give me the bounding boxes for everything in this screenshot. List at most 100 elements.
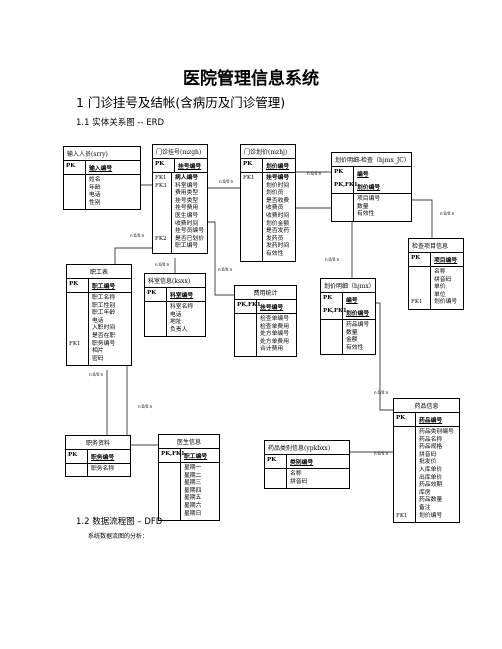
primary-key-field: 职务编号 bbox=[91, 455, 115, 461]
attribute-list: 病人编号 科室编号 费用类型 挂号类型 挂号费用 医生编号 收费时间 挂号员编号… bbox=[172, 173, 207, 253]
primary-key-field: 划价编号 bbox=[266, 164, 290, 170]
foreign-key-column: FK1 FK3 FK2 bbox=[153, 173, 172, 253]
attribute: 电话 bbox=[89, 192, 101, 199]
entity-title: 门诊挂号(mzgh) bbox=[153, 145, 207, 159]
entity-pricing-detail: 划价明细（hjmx） PK 编号 PK,FK1 划价编号 药品编号 数量 金额 … bbox=[320, 278, 376, 356]
key-label: PK bbox=[241, 159, 263, 172]
entity-title: 输入人员(srry) bbox=[64, 147, 140, 161]
section-heading-1-2: 1.2 数据流程图 – DFD bbox=[76, 517, 163, 527]
entity-title: 科室信息(ksxx) bbox=[145, 274, 205, 288]
attribute-list: 检查单编号 检查单费用 处方单编号 处方单费用 合计费用 bbox=[257, 314, 296, 356]
entity-department: 科室信息(ksxx) PK 科室编号 科室名称 电话 地址 负责人 bbox=[144, 273, 206, 338]
entity-employee: 职工表 PK 职工编号 FK1 职工名称 职工性别 职工年龄 电话 入职时间 是… bbox=[66, 264, 132, 367]
key-label: PK bbox=[67, 279, 89, 292]
key-label: PK bbox=[153, 159, 175, 172]
primary-key-field: 类别编号 bbox=[290, 460, 314, 466]
entity-title: 药品类别信息(ypkbxx) bbox=[265, 441, 349, 455]
attribute: 是否在职 bbox=[92, 332, 116, 339]
attribute: 名称 bbox=[290, 471, 302, 477]
attribute: 相片 bbox=[92, 348, 104, 355]
attribute: 划价时间 bbox=[266, 182, 290, 189]
attribute: 检查单编号 bbox=[260, 316, 289, 322]
attribute: 入库单价 bbox=[419, 466, 443, 473]
key-label: PK,FK1 bbox=[235, 300, 261, 313]
key-label: PK,FK1 bbox=[159, 449, 185, 462]
cardinality-label: n:0/0:n bbox=[89, 372, 104, 377]
cardinality-label: n:0/0:n bbox=[130, 233, 145, 238]
attribute: 星期一 bbox=[184, 465, 202, 471]
attribute: 合计费用 bbox=[260, 346, 284, 353]
entity-title: 门诊划价(mzhj) bbox=[241, 145, 295, 159]
attribute-list: 项目编号 数量 有效性 bbox=[354, 194, 411, 221]
attribute: 处方单编号 bbox=[260, 331, 289, 338]
attribute: 职务编号 bbox=[92, 340, 116, 347]
attribute: 药品规格 bbox=[419, 444, 443, 451]
primary-key-field: 输入编号 bbox=[89, 166, 113, 172]
attribute: 姓名 bbox=[89, 177, 101, 183]
attribute: 检查单费用 bbox=[260, 323, 289, 330]
entity-title: 职务资料 bbox=[66, 436, 130, 450]
attribute: 单价 bbox=[434, 284, 446, 291]
attribute-list: 药品编号 数量 金额 有效性 bbox=[343, 320, 375, 354]
attribute-list: 职务名称 bbox=[88, 464, 130, 476]
cardinality-label: n:0/0:n bbox=[138, 404, 153, 409]
attribute: 职务名称 bbox=[91, 466, 115, 472]
document-title: 医院管理信息系统 bbox=[183, 69, 319, 89]
attribute: 是否收费 bbox=[266, 197, 290, 204]
attribute: 挂号编号 bbox=[266, 175, 290, 181]
attribute: 药品数量 bbox=[419, 497, 443, 504]
attribute: 年龄 bbox=[89, 184, 101, 191]
attribute: 发药员 bbox=[266, 235, 284, 242]
section-note: 系统数据流图的分析： bbox=[88, 533, 149, 540]
connector-registration-feestats bbox=[206, 221, 234, 296]
attribute: 有效性 bbox=[357, 211, 375, 218]
attribute: 划价员 bbox=[266, 190, 284, 197]
attribute-list: 挂号编号 划价时间 划价员 是否收费 收费员 收费时间 划价金额 是否发药 发药… bbox=[263, 173, 295, 261]
attribute: 负责人 bbox=[170, 326, 188, 333]
attribute: 是否已划价 bbox=[175, 235, 204, 242]
attribute: 数量 bbox=[346, 329, 358, 336]
key-label: FK1 bbox=[69, 340, 81, 347]
entity-doctor: 医生信息 PK,FK1 职工编号 星期一 星期二 星期三 星期四 星期五 星期六… bbox=[158, 434, 220, 522]
attribute: 是否发药 bbox=[266, 228, 290, 235]
key-label: PK,FK1 bbox=[332, 180, 358, 193]
key-label: PK bbox=[332, 167, 354, 180]
key-label: PK bbox=[321, 293, 343, 306]
attribute-list: 姓名 年龄 电话 性别 bbox=[86, 175, 140, 209]
attribute: 拼音码 bbox=[419, 451, 437, 458]
attribute: 挂号员编号 bbox=[175, 228, 204, 235]
attribute: 性别 bbox=[89, 199, 101, 206]
attribute: 星期二 bbox=[184, 472, 202, 479]
entity-pricing: 门诊划价(mzhj) PK 划价编号 FK1 挂号编号 划价时间 划价员 是否收… bbox=[240, 144, 296, 262]
attribute: 星期六 bbox=[184, 502, 202, 509]
entity-drug-category: 药品类别信息(ypkbxx) PK 类别编号 名称 拼音码 bbox=[264, 440, 350, 490]
entity-title: 医生信息 bbox=[159, 435, 219, 449]
attribute: 地址 bbox=[170, 319, 182, 326]
foreign-key-column: FK1 bbox=[67, 293, 89, 366]
entity-fee-stats: 费用统计 PK,FK1 挂号编号 检查单编号 检查单费用 处方单编号 处方单费用… bbox=[234, 285, 297, 357]
attribute: 挂号类型 bbox=[175, 197, 199, 204]
attribute: 发药时间 bbox=[266, 243, 290, 250]
cardinality-label: n:0/0:n bbox=[307, 171, 322, 176]
entity-title: 划价明细（hjmx） bbox=[321, 279, 375, 293]
attribute: 药品类别编号 bbox=[419, 429, 454, 435]
primary-key-field: 职工编号 bbox=[184, 454, 208, 460]
connector-detailcheck-items bbox=[410, 199, 433, 238]
entity-title: 职工表 bbox=[67, 265, 131, 279]
entity-input-staff: 输入人员(srry) PK 输入编号 姓名 年龄 电话 性别 bbox=[63, 146, 141, 211]
key-label: PK bbox=[66, 450, 88, 463]
attribute: 划价金额 bbox=[266, 220, 290, 227]
key-label: PK bbox=[394, 413, 416, 426]
attribute: 处方单费用 bbox=[260, 338, 289, 345]
key-label: FK1 bbox=[241, 173, 263, 261]
key-label: PK bbox=[409, 253, 431, 266]
attribute: 电话 bbox=[92, 317, 104, 324]
foreign-key-column: FK1 bbox=[394, 427, 416, 523]
attribute: 有效性 bbox=[266, 250, 284, 257]
key-label: FK1 bbox=[155, 175, 167, 181]
primary-key-field: 挂号编号 bbox=[178, 164, 202, 170]
attribute-list: 职工名称 职工性别 职工年龄 电话 入职时间 是否在职 职务编号 相片 密码 bbox=[89, 293, 131, 365]
entity-job: 职务资料 PK 职务编号 职务名称 bbox=[65, 435, 131, 477]
entity-registration: 门诊挂号(mzgh) PK 挂号编号 FK1 FK3 FK2 病人编号 科室编号… bbox=[152, 144, 208, 254]
key-label: FK2 bbox=[155, 235, 167, 242]
